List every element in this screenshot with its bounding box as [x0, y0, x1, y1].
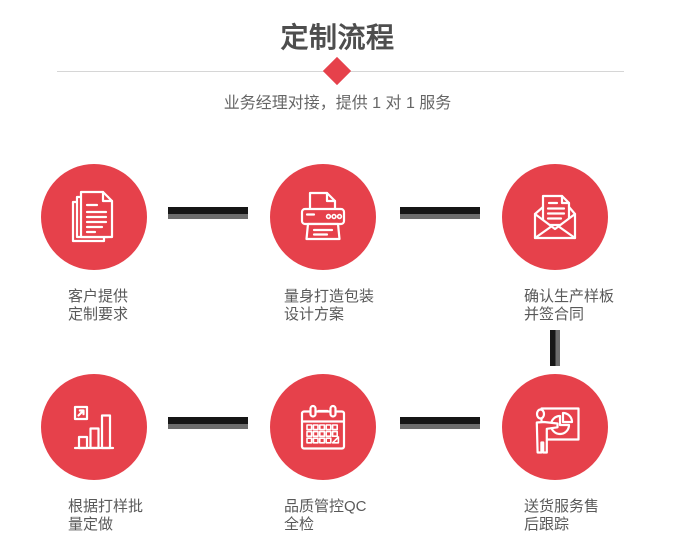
presentation-icon [535, 407, 580, 454]
step-label-line1: 客户提供 [68, 288, 129, 305]
connector-horizontal [400, 207, 480, 219]
step-label-line2: 设计方案 [284, 306, 345, 323]
step-label-line1: 量身打造包装 [284, 288, 375, 305]
bar-chart-icon [73, 405, 115, 450]
step-label-line1: 确认生产样板 [524, 288, 615, 305]
step-label-line1: 送货服务售 [524, 498, 600, 515]
step-label-line2: 后跟踪 [524, 516, 570, 533]
step-label: 品质管控QC 全检 [284, 498, 367, 534]
step-label: 客户提供 定制要求 [68, 288, 128, 324]
connector-horizontal [168, 207, 248, 219]
step-circle [502, 374, 608, 480]
step-label-line1: 根据打样批 [68, 498, 144, 515]
step-circle [502, 164, 608, 270]
step-circle [270, 164, 376, 270]
page-title: 定制流程 [280, 22, 395, 53]
calendar-icon [300, 404, 346, 450]
step-label-line2: 量定做 [68, 516, 114, 533]
step-label: 送货服务售 后跟踪 [524, 498, 599, 534]
step-label: 根据打样批 量定做 [68, 498, 143, 534]
subtitle: 业务经理对接，提供 1 对 1 服务 [223, 95, 452, 112]
step-label-line1: 品质管控QC [284, 498, 367, 515]
diamond-icon [322, 56, 352, 86]
connector-vertical [550, 330, 560, 366]
step-label-line2: 全检 [284, 516, 315, 533]
step-label: 量身打造包装 设计方案 [284, 288, 374, 324]
step-circle [41, 164, 147, 270]
connector-horizontal [400, 417, 480, 429]
step-label: 确认生产样板 并签合同 [524, 288, 614, 324]
step-circle [270, 374, 376, 480]
step-circle [41, 374, 147, 480]
step-label-line2: 并签合同 [524, 306, 585, 323]
printer-icon [300, 191, 346, 241]
step-label-line2: 定制要求 [68, 306, 129, 323]
envelope-letter-icon [533, 194, 577, 240]
connector-horizontal [168, 417, 248, 429]
documents-icon [71, 190, 114, 243]
